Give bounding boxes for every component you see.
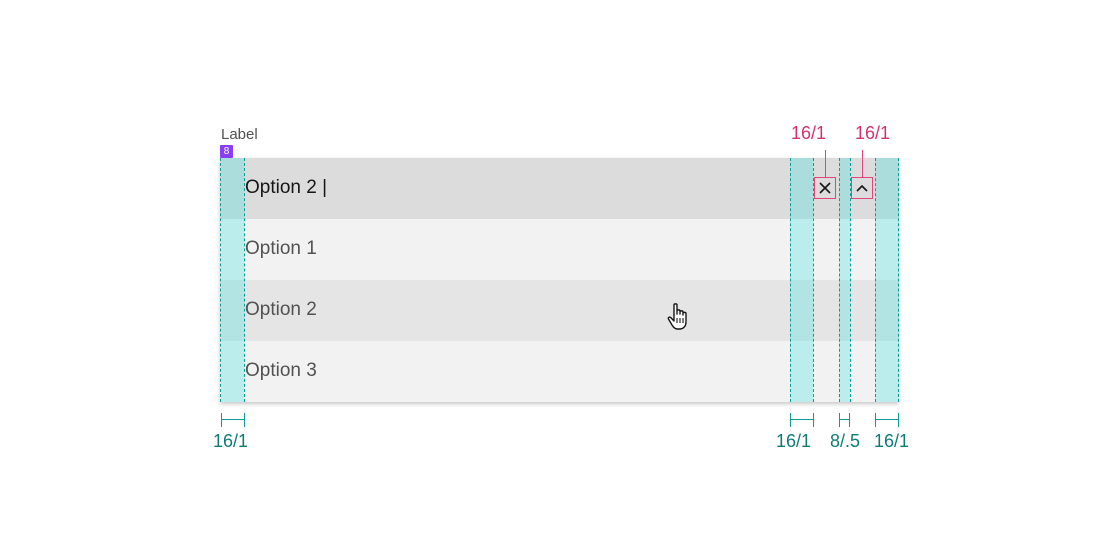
spacing-band-left bbox=[221, 158, 244, 402]
guide-line bbox=[850, 158, 851, 402]
option-label: Option 1 bbox=[245, 238, 317, 259]
annotation-leader bbox=[862, 150, 863, 177]
dimension-marker bbox=[875, 413, 899, 427]
dimension-marker bbox=[790, 413, 814, 427]
chevron-up-icon bbox=[856, 184, 868, 192]
spacing-label-right-2: 16/1 bbox=[874, 431, 910, 451]
list-item[interactable]: Option 2 bbox=[220, 280, 899, 341]
dimension-marker bbox=[839, 413, 850, 427]
guide-line bbox=[813, 158, 814, 402]
combobox: Option 2 | Option 1 Option 2 Option 3 bbox=[220, 158, 899, 402]
list-item[interactable]: Option 1 bbox=[220, 219, 899, 280]
guide-line bbox=[875, 158, 876, 402]
spacing-label-right-1: 16/1 bbox=[776, 431, 812, 451]
guide-line bbox=[839, 158, 840, 402]
icon-size-label-toggle: 16/1 bbox=[855, 123, 891, 143]
spacing-label-left: 16/1 bbox=[213, 431, 249, 451]
field-label: Label bbox=[221, 126, 258, 143]
icon-size-label-clear: 16/1 bbox=[791, 123, 827, 143]
spacing-band-right-1 bbox=[790, 158, 813, 402]
input-value: Option 2 | bbox=[245, 177, 328, 198]
spacing-label-gap: 8/.5 bbox=[830, 431, 861, 451]
guide-line bbox=[898, 158, 899, 402]
option-label: Option 3 bbox=[245, 360, 317, 381]
hand-pointer-icon bbox=[667, 303, 687, 330]
list-item[interactable]: Option 3 bbox=[220, 341, 899, 402]
annotation-leader bbox=[825, 150, 826, 177]
spacing-band-right-2 bbox=[875, 158, 899, 402]
spacing-badge: 8 bbox=[220, 145, 233, 158]
combobox-input[interactable]: Option 2 | bbox=[220, 158, 899, 219]
dimension-marker bbox=[221, 413, 245, 427]
guide-line bbox=[244, 158, 245, 402]
option-label: Option 2 bbox=[245, 299, 317, 320]
close-icon bbox=[819, 182, 831, 194]
spacing-band-gap bbox=[839, 158, 850, 402]
guide-line bbox=[220, 158, 221, 402]
clear-button[interactable] bbox=[814, 177, 836, 199]
toggle-menu-button[interactable] bbox=[851, 177, 873, 199]
guide-line bbox=[790, 158, 791, 402]
